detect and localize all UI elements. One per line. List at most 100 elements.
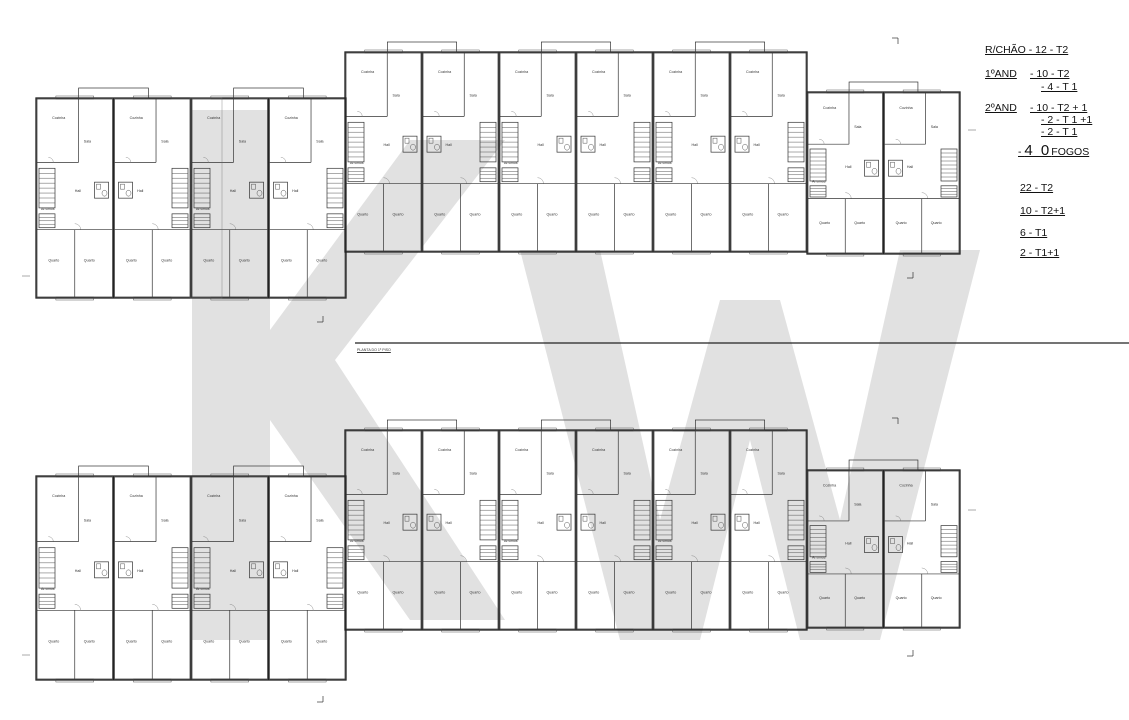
bedroom-label: Quarto — [161, 258, 172, 262]
hall-label: Hall — [538, 143, 544, 147]
hall-label: Hall — [754, 521, 760, 525]
living-room-label: Sala — [931, 502, 938, 506]
storage-label: Arrumos — [658, 539, 672, 543]
bedroom-label: Quarto — [624, 212, 635, 216]
kitchen-label: Cozinha — [130, 116, 143, 120]
kitchen-label: Cozinha — [669, 70, 682, 74]
bedroom-label: Quarto — [511, 212, 522, 216]
hall-label: Hall — [137, 189, 143, 193]
kitchen-label: Cozinha — [130, 494, 143, 498]
total-dash: - — [1018, 146, 1025, 158]
bedroom-label: Quarto — [819, 596, 830, 600]
bedroom-label: Quarto — [511, 590, 522, 594]
bedroom-label: Quarto — [393, 212, 404, 216]
bedroom-label: Quarto — [281, 258, 292, 262]
hall-label: Hall — [446, 521, 452, 525]
living-room-label: Sala — [778, 472, 785, 476]
hall-label: Hall — [137, 569, 143, 573]
bedroom-label: Quarto — [701, 590, 712, 594]
plan-title: PLANTA DO 1º PISO — [357, 348, 391, 352]
total-dwellings: - 4 0FOGOS — [1018, 142, 1089, 159]
hall-label: Hall — [75, 189, 81, 193]
kitchen-label: Cozinha — [207, 116, 220, 120]
hall-label: Hall — [230, 569, 236, 573]
hall-label: Hall — [845, 165, 851, 169]
bedroom-label: Quarto — [126, 640, 137, 644]
hall-label: Hall — [538, 521, 544, 525]
living-room-label: Sala — [161, 140, 168, 144]
hall-label: Hall — [692, 521, 698, 525]
total-number: 4 0 — [1024, 142, 1052, 159]
storage-label: Arrumos — [812, 555, 826, 559]
bedroom-label: Quarto — [854, 221, 865, 225]
summary-t2: 22 - T2 — [1020, 182, 1054, 194]
hall-label: Hall — [845, 541, 851, 545]
living-room-label: Sala — [854, 125, 861, 129]
kitchen-label: Cozinha — [52, 494, 65, 498]
storage-label: Arrumos — [196, 587, 210, 591]
bedroom-label: Quarto — [316, 258, 327, 262]
bedroom-label: Quarto — [203, 258, 214, 262]
bedroom-label: Quarto — [48, 640, 59, 644]
hall-label: Hall — [384, 143, 390, 147]
bedroom-label: Quarto — [931, 221, 942, 225]
bedroom-label: Quarto — [931, 596, 942, 600]
bedroom-label: Quarto — [588, 212, 599, 216]
hall-label: Hall — [907, 541, 913, 545]
living-room-label: Sala — [547, 94, 554, 98]
bedroom-label: Quarto — [665, 590, 676, 594]
second-floor-line-3: - 2 - T 1 — [1041, 126, 1078, 138]
bedroom-label: Quarto — [393, 590, 404, 594]
kitchen-label: Cozinha — [285, 116, 298, 120]
living-room-label: Sala — [239, 518, 246, 522]
living-room-label: Sala — [84, 518, 91, 522]
summary-t2-plus-1: 10 - T2+1 — [1020, 205, 1066, 217]
bedroom-label: Quarto — [470, 212, 481, 216]
storage-label: Arrumos — [812, 180, 826, 184]
hall-label: Hall — [692, 143, 698, 147]
storage-label: Arrumos — [504, 539, 518, 543]
hall-label: Hall — [75, 569, 81, 573]
kitchen-label: Cozinha — [669, 448, 682, 452]
bedroom-label: Quarto — [665, 212, 676, 216]
bedroom-label: Quarto — [819, 221, 830, 225]
kitchen-label: Cozinha — [438, 448, 451, 452]
living-room-label: Sala — [624, 472, 631, 476]
living-room-label: Sala — [854, 502, 861, 506]
living-room-label: Sala — [624, 94, 631, 98]
bedroom-label: Quarto — [547, 590, 558, 594]
storage-label: Arrumos — [41, 587, 55, 591]
living-room-label: Sala — [239, 140, 246, 144]
bedroom-label: Quarto — [778, 212, 789, 216]
kitchen-label: Cozinha — [746, 70, 759, 74]
storage-label: Arrumos — [504, 161, 518, 165]
kitchen-label: Cozinha — [899, 484, 912, 488]
hall-label: Hall — [446, 143, 452, 147]
bedroom-label: Quarto — [203, 640, 214, 644]
second-floor-line-2: - 2 - T 1 +1 — [1041, 114, 1093, 126]
kitchen-label: Cozinha — [207, 494, 220, 498]
bedroom-label: Quarto — [161, 640, 172, 644]
ground-floor-line: R/CHÃO - 12 - T2 — [985, 44, 1069, 56]
bedroom-label: Quarto — [84, 258, 95, 262]
bedroom-label: Quarto — [48, 258, 59, 262]
kitchen-label: Cozinha — [285, 494, 298, 498]
bedroom-label: Quarto — [239, 640, 250, 644]
storage-label: Arrumos — [350, 539, 364, 543]
bedroom-label: Quarto — [357, 212, 368, 216]
bedroom-label: Quarto — [588, 590, 599, 594]
kitchen-label: Cozinha — [823, 106, 836, 110]
bedroom-label: Quarto — [434, 590, 445, 594]
hall-label: Hall — [230, 189, 236, 193]
kitchen-label: Cozinha — [438, 70, 451, 74]
bedroom-label: Quarto — [357, 590, 368, 594]
living-room-label: Sala — [393, 472, 400, 476]
living-room-label: Sala — [161, 518, 168, 522]
bedroom-label: Quarto — [126, 258, 137, 262]
bedroom-label: Quarto — [470, 590, 481, 594]
hall-label: Hall — [384, 521, 390, 525]
kitchen-label: Cozinha — [515, 448, 528, 452]
living-room-label: Sala — [470, 472, 477, 476]
hall-label: Hall — [754, 143, 760, 147]
